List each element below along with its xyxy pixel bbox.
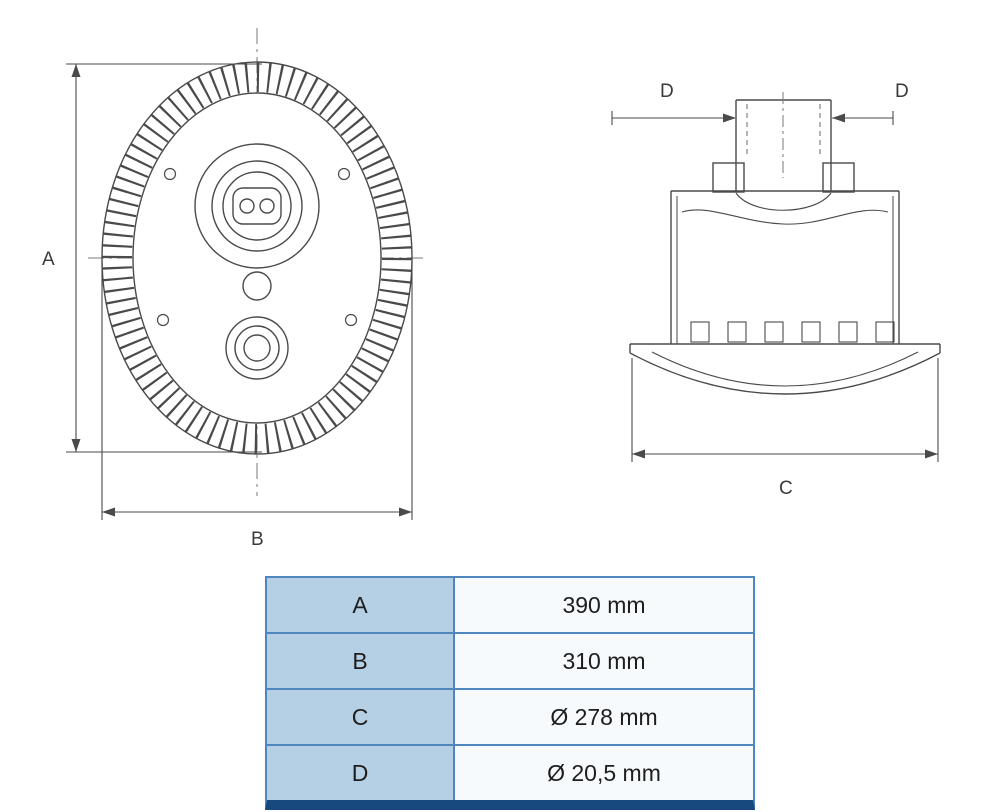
dim-value-b: 310 mm: [455, 634, 753, 688]
dimension-d-left: [611, 111, 736, 125]
arrowhead-down: [71, 439, 81, 452]
table-row: A 390 mm: [267, 578, 753, 634]
dim-key-d: D: [267, 746, 455, 800]
table-row: D Ø 20,5 mm: [267, 746, 753, 800]
dim-value-a: 390 mm: [455, 578, 753, 632]
arrowhead-left: [832, 113, 845, 123]
central-boss: [194, 143, 320, 269]
dimension-d-left-label: D: [660, 81, 674, 102]
side-view: D D C: [611, 81, 941, 499]
table-row: C Ø 278 mm: [267, 690, 753, 746]
arrowhead-right: [399, 507, 412, 517]
conduit-tube: [735, 92, 832, 191]
arrowhead-up: [71, 64, 81, 77]
dimension-b-label: B: [251, 529, 264, 550]
dim-key-b: B: [267, 634, 455, 688]
body-housing: [670, 190, 900, 344]
lower-lug: [242, 271, 272, 301]
dimension-d-right-label: D: [895, 81, 909, 102]
dim-key-c: C: [267, 690, 455, 744]
dimension-a: [66, 63, 262, 453]
fin-ring: [102, 62, 412, 454]
left-tab: [712, 162, 745, 193]
arrowhead-right: [723, 113, 736, 123]
arrowhead-right: [925, 449, 938, 459]
dimension-table: A 390 mm B 310 mm C Ø 278 mm D Ø 20,5 mm: [265, 576, 755, 810]
dimension-a-label: A: [42, 249, 55, 270]
dimension-c: [631, 358, 939, 462]
bottom-ribs: [690, 321, 895, 343]
dimension-b: [101, 262, 413, 520]
dim-value-d: Ø 20,5 mm: [455, 746, 753, 800]
inner-face: [132, 92, 382, 424]
dim-key-a: A: [267, 578, 455, 632]
table-row: B 310 mm: [267, 634, 753, 690]
right-tab: [822, 162, 855, 193]
dim-value-c: Ø 278 mm: [455, 690, 753, 744]
front-view: A B: [42, 28, 428, 550]
dimension-c-label: C: [779, 478, 793, 499]
arrowhead-left: [102, 507, 115, 517]
dimension-d-right: [832, 111, 894, 125]
outer-rim: [101, 61, 413, 455]
trim-flange: [629, 343, 941, 395]
arrowhead-left: [632, 449, 645, 459]
bolt-holes: [156, 167, 358, 327]
lower-hub: [225, 316, 289, 380]
